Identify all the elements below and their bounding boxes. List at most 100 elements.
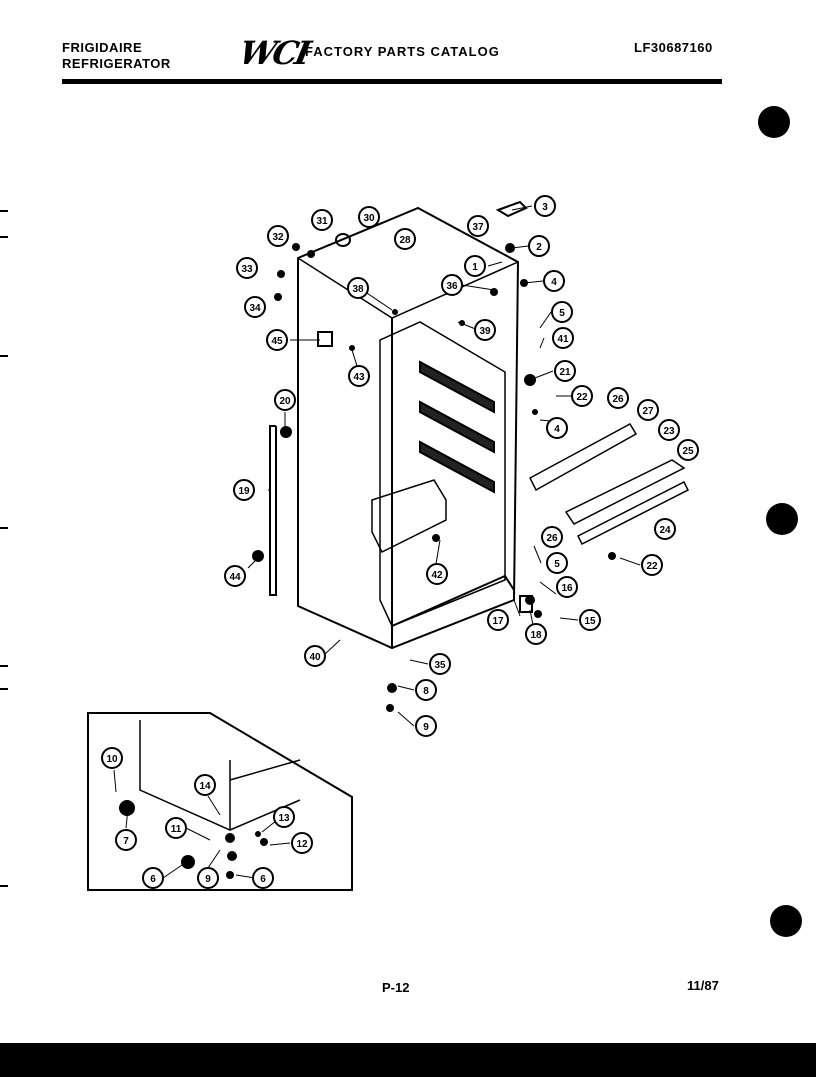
callout-21: 21 [554, 360, 576, 382]
svg-text:12: 12 [296, 839, 308, 850]
svg-text:15: 15 [584, 616, 596, 627]
svg-text:26: 26 [546, 533, 558, 544]
scan-mark [0, 688, 8, 690]
svg-text:21: 21 [559, 367, 571, 378]
callout-27: 27 [637, 399, 659, 421]
svg-text:40: 40 [309, 652, 321, 663]
crisper-rail-lower [564, 459, 686, 525]
callout-11: 11 [165, 817, 187, 839]
callout-44: 44 [224, 565, 246, 587]
svg-text:26: 26 [612, 394, 624, 405]
svg-text:9: 9 [205, 874, 211, 885]
callout-14: 14 [194, 774, 216, 796]
cabinet-inner-back [379, 321, 506, 627]
callout-22: 22 [641, 554, 663, 576]
svg-text:42: 42 [431, 570, 443, 581]
callout-42: 42 [426, 563, 448, 585]
callout-19: 19 [233, 479, 255, 501]
callout-20: 20 [274, 389, 296, 411]
svg-text:20: 20 [279, 396, 291, 407]
svg-text:5: 5 [559, 308, 565, 319]
svg-text:14: 14 [199, 781, 211, 792]
callout-32: 32 [267, 225, 289, 247]
svg-text:1: 1 [472, 262, 478, 273]
scan-mark [0, 885, 8, 887]
svg-text:22: 22 [576, 392, 588, 403]
callout-6: 6 [142, 867, 164, 889]
svg-text:8: 8 [423, 686, 429, 697]
svg-text:6: 6 [150, 874, 156, 885]
callout-34: 34 [244, 296, 266, 318]
callout-7: 7 [115, 829, 137, 851]
callout-41: 41 [552, 327, 574, 349]
catalog-title: FACTORY PARTS CATALOG [305, 44, 500, 59]
callout-43: 43 [348, 365, 370, 387]
svg-text:25: 25 [682, 446, 694, 457]
binder-hole-top [758, 106, 790, 138]
bottom-hinge [519, 595, 533, 613]
header-rule [62, 79, 722, 84]
control-box [317, 331, 333, 347]
inset-shelf [229, 759, 301, 781]
svg-text:18: 18 [530, 630, 542, 641]
callout-38: 38 [347, 277, 369, 299]
catalog-date: 11/87 [687, 978, 719, 993]
callout-36: 36 [441, 274, 463, 296]
inset-frame [87, 712, 353, 891]
crisper-rail-bottom [576, 480, 690, 546]
svg-text:28: 28 [399, 235, 411, 246]
cabinet-outline [297, 206, 520, 650]
callout-17: 17 [487, 609, 509, 631]
svg-text:27: 27 [642, 406, 654, 417]
callout-16: 16 [556, 576, 578, 598]
scan-mark [0, 355, 8, 357]
callout-25: 25 [677, 439, 699, 461]
callout-18: 18 [525, 623, 547, 645]
svg-text:19: 19 [238, 486, 250, 497]
svg-text:33: 33 [241, 264, 253, 275]
svg-text:4: 4 [551, 277, 557, 288]
svg-text:22: 22 [646, 561, 658, 572]
shelf-rail [419, 360, 495, 414]
callout-24: 24 [654, 518, 676, 540]
drain-tube [269, 425, 277, 596]
callout-31: 31 [311, 209, 333, 231]
binder-hole-middle [766, 503, 798, 535]
svg-text:17: 17 [492, 616, 504, 627]
scan-mark [0, 210, 8, 212]
svg-text:34: 34 [249, 303, 261, 314]
svg-text:24: 24 [659, 525, 671, 536]
svg-text:32: 32 [272, 232, 284, 243]
callout-15: 15 [579, 609, 601, 631]
crisper-rail-upper [529, 422, 638, 492]
svg-text:9: 9 [423, 722, 429, 733]
callout-3: 3 [534, 195, 556, 217]
shelf-rail [419, 400, 495, 454]
svg-text:30: 30 [363, 213, 375, 224]
scan-mark [0, 665, 8, 667]
callout-26: 26 [541, 526, 563, 548]
cabinet-floor [391, 574, 515, 627]
callout-5: 5 [551, 301, 573, 323]
callout-4: 4 [546, 417, 568, 439]
callout-22: 22 [571, 385, 593, 407]
brand-name: FRIGIDAIRE [62, 40, 143, 55]
shelf-rail [419, 440, 495, 494]
model-number: LF30687160 [634, 40, 713, 55]
svg-text:5: 5 [554, 559, 560, 570]
catalog-header-left: FRIGIDAIRE REFRIGERATOR [62, 40, 171, 72]
svg-text:4: 4 [554, 424, 560, 435]
callout-28: 28 [394, 228, 416, 250]
svg-text:41: 41 [557, 334, 569, 345]
svg-text:6: 6 [260, 874, 266, 885]
callout-33: 33 [236, 257, 258, 279]
callout-6: 6 [252, 867, 274, 889]
callout-23: 23 [658, 419, 680, 441]
callout-39: 39 [474, 319, 496, 341]
callout-2: 2 [528, 235, 550, 257]
scan-mark [0, 236, 8, 238]
callout-12: 12 [291, 832, 313, 854]
svg-text:2: 2 [536, 242, 542, 253]
inset-cabinet-corner [139, 720, 301, 831]
